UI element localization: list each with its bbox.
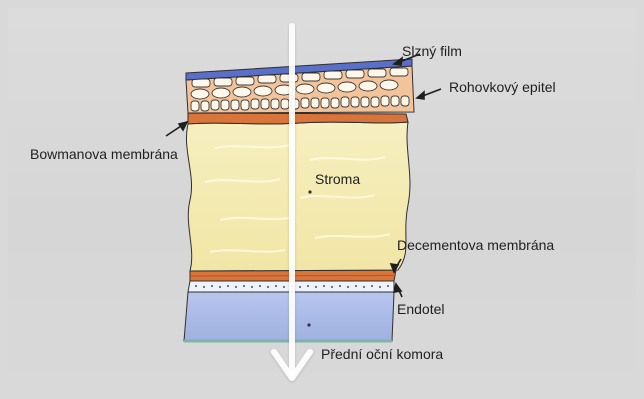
label-anterior-chamber: Přední oční komora <box>321 347 443 361</box>
label-endothelium: Endotel <box>397 302 444 316</box>
label-bowman: Bowmanova membrána <box>30 147 178 161</box>
bowman-membrane-layer <box>188 113 408 124</box>
stroma-point <box>308 190 311 193</box>
label-tear-film: Slzný film <box>402 44 462 58</box>
label-epithelium: Rohovkový epitel <box>449 80 556 94</box>
chamber-point <box>307 323 310 326</box>
label-stroma: Stroma <box>315 172 360 186</box>
label-descemet: Decementova membrána <box>397 238 554 252</box>
stroma-layer <box>186 122 409 271</box>
